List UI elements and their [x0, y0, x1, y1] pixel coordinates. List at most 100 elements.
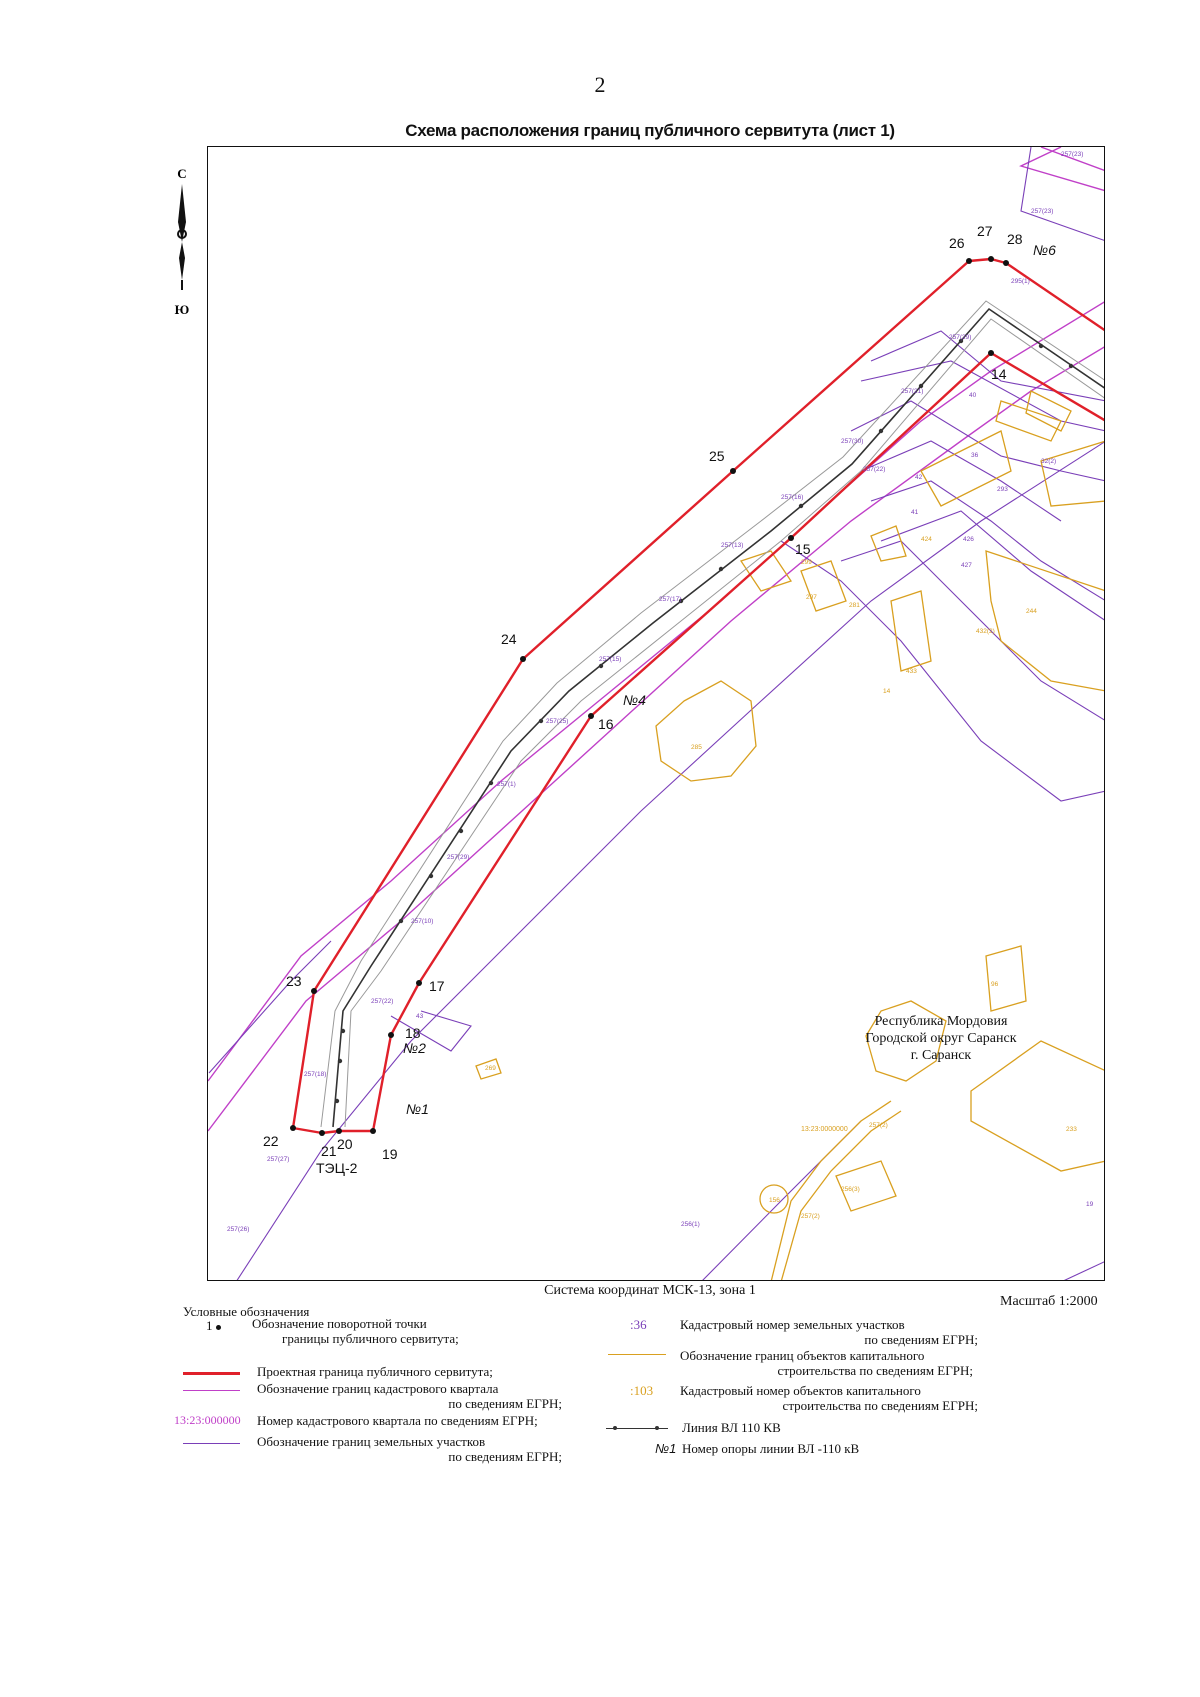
capital-label: 244: [1026, 608, 1037, 615]
power-line-corridor: [320, 300, 1104, 1128]
legend-item-power-line: Линия ВЛ 110 КВ: [682, 1420, 781, 1435]
parcel-label: 257(27): [267, 1156, 289, 1163]
capital-label: 96: [991, 981, 999, 988]
servitude-boundary: [291, 257, 1104, 1135]
pole-number-labels: №1 №2 №4 №6: [403, 242, 1056, 1117]
place-line-1: Республика Мордовия: [875, 1014, 1008, 1029]
parcel-label: 43: [416, 1013, 424, 1020]
pole-label-4: №4: [623, 692, 646, 708]
point-label-19: 19: [382, 1146, 398, 1162]
parcel-label: 257(30): [841, 438, 863, 445]
substation-label: ТЭЦ-2: [316, 1160, 358, 1176]
capital-object-labels: 424 299 297 281 433 285 14 156 256(3) 25…: [485, 536, 1077, 1220]
capital-label: 269: [485, 1065, 496, 1072]
point-number-labels: 14 15 16 17 18 19 20 21 22 23 24 25 26 2…: [263, 223, 1023, 1162]
page-number: 2: [594, 72, 606, 97]
legend-item-servitude: Проектная граница публичного сервитута;: [257, 1364, 493, 1379]
capital-label: 433: [906, 668, 917, 675]
legend-title: Условные обозначения: [183, 1304, 310, 1319]
map-canvas: 14 15 16 17 18 19 20 21 22 23 24 25 26 2…: [208, 147, 1104, 1280]
point-label-26: 26: [949, 235, 965, 251]
parcel-label: 257(22): [863, 466, 885, 473]
capital-label: 14: [883, 688, 891, 695]
parcel-label: 257(26): [227, 1226, 249, 1233]
legend-item-pole-number: Номер опоры линии ВЛ -110 кВ: [682, 1441, 860, 1456]
pole-label-1: №1: [406, 1101, 429, 1117]
place-name: Республика Мордовия Городской округ Сара…: [865, 1014, 1016, 1063]
legend-symbol-capital-number: :103: [630, 1383, 654, 1398]
point-label-18: 18: [405, 1025, 421, 1041]
legend-item-quarter: Обозначение границ кадастрового квартала…: [257, 1381, 562, 1411]
coordinate-system: Система координат МСК-13, зона 1: [544, 1283, 756, 1298]
parcel-label: 257(1): [497, 781, 516, 788]
legend-line-parcel: [183, 1443, 240, 1444]
point-icon: [215, 1324, 221, 1330]
capital-label: 156: [769, 1197, 780, 1204]
parcel-label: 257(29): [447, 854, 469, 861]
capital-label: 285: [691, 744, 702, 751]
legend-line-power: [606, 1428, 668, 1429]
legend-symbol-quarter-number: 13:23:000000: [174, 1413, 241, 1427]
legend-power-dot: [655, 1426, 659, 1430]
legend-line-servitude: [183, 1372, 240, 1375]
point-label-23: 23: [286, 973, 302, 989]
point-label-27: 27: [977, 223, 993, 239]
point-label-28: 28: [1007, 231, 1023, 247]
point-label-14: 14: [991, 366, 1007, 382]
parcel-label: 32(2): [1041, 458, 1056, 465]
legend-symbol-parcel-number: :36: [630, 1317, 647, 1332]
map-frame: 14 15 16 17 18 19 20 21 22 23 24 25 26 2…: [207, 146, 1105, 1281]
parcel-label: 293: [997, 486, 1008, 493]
quarter-label: 13:23:0000000: [801, 1126, 848, 1133]
scale-label: Масштаб 1:2000: [1000, 1294, 1098, 1309]
capital-label: 257(2): [801, 1213, 820, 1220]
parcel-label: 42: [915, 474, 923, 481]
capital-label: 432(2): [976, 628, 995, 635]
parcel-label: 257(18): [304, 1071, 326, 1078]
north-arrow-shape: [178, 184, 186, 242]
north-arrow-icon: С Ю: [175, 166, 190, 317]
quarter-boundaries: [208, 147, 1104, 1132]
parcel-label: 36: [971, 452, 979, 459]
parcel-label: 257(23): [1061, 151, 1083, 158]
place-line-2: Городской округ Саранск: [865, 1031, 1016, 1046]
parcel-label: 41: [911, 509, 919, 516]
capital-label: 257(2): [869, 1122, 888, 1129]
map-title: Схема расположения границ публичного сер…: [405, 121, 895, 140]
parcel-label: 257(10): [411, 918, 433, 925]
parcel-label: 295(1): [1011, 278, 1030, 285]
parcel-label: 40: [969, 392, 977, 399]
turning-points: [290, 256, 1009, 1136]
parcel-label: 427: [961, 562, 972, 569]
parcel-label: 257(21): [901, 388, 923, 395]
capital-label: 299: [801, 559, 812, 566]
point-label-21: 21: [321, 1143, 337, 1159]
parcel-label: 426: [963, 536, 974, 543]
legend-line-quarter: [183, 1390, 240, 1391]
point-label-24: 24: [501, 631, 517, 647]
legend-symbol-pole-number: №1: [655, 1441, 677, 1456]
parcel-label: 257(16): [781, 494, 803, 501]
legend-point-number: 1: [206, 1318, 213, 1333]
capital-label: 281: [849, 602, 860, 609]
point-label-22: 22: [263, 1133, 279, 1149]
power-line-110kv: [332, 307, 1104, 1128]
capital-objects: [475, 390, 1104, 1280]
point-label-25: 25: [709, 448, 725, 464]
parcel-number-labels: 257(23) 257(23) 295(1) 257(29) 257(21) 2…: [227, 151, 1094, 1233]
parcel-label: 257(13): [721, 542, 743, 549]
parcel-label: 257(15): [599, 656, 621, 663]
quarter-number-label: 13:23:0000000: [801, 1126, 848, 1133]
north-label: С: [177, 166, 186, 181]
parcel-label: 257(29): [949, 334, 971, 341]
parcel-label: 257(25): [546, 718, 568, 725]
point-label-16: 16: [598, 716, 614, 732]
legend-item-quarter-number: Номер кадастрового квартала по сведениям…: [257, 1413, 538, 1428]
capital-label: 424: [921, 536, 932, 543]
point-label-20: 20: [337, 1136, 353, 1152]
parcel-label: 257(17): [659, 596, 681, 603]
legend-item-capital: Обозначение границ объектов капитального…: [680, 1348, 973, 1378]
parcel-label: 256(1): [681, 1221, 700, 1228]
